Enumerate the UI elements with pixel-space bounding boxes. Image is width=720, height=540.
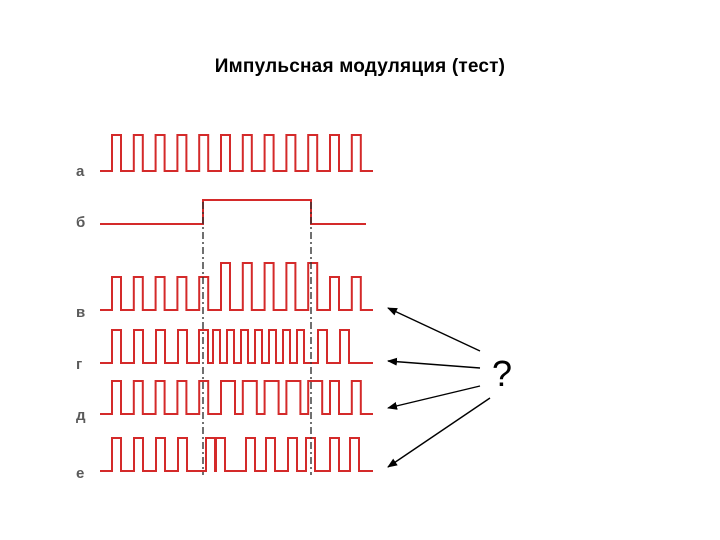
carrier-pulse-train (100, 134, 373, 172)
row-label-v: в (76, 304, 85, 321)
frequency-modulated-pulses (100, 329, 373, 364)
arrow-to-row-v (387, 307, 481, 352)
arrow-to-row-g (387, 357, 481, 369)
row-label-a: а (76, 163, 85, 180)
position-modulated-pulses (100, 437, 373, 472)
width-modulated-pulses (100, 380, 373, 415)
amplitude-modulated-pulses (100, 262, 373, 311)
row-label-d: д (76, 407, 86, 424)
slide-title: Импульсная модуляция (тест) (214, 56, 506, 77)
row-label-e: е (76, 465, 84, 482)
row-label-g: г (76, 356, 82, 373)
question-mark: ? (492, 353, 512, 394)
modulating-signal (100, 199, 366, 225)
row-label-b: б (76, 214, 85, 231)
arrow-to-row-e (387, 397, 491, 468)
arrow-to-row-d (387, 385, 481, 410)
